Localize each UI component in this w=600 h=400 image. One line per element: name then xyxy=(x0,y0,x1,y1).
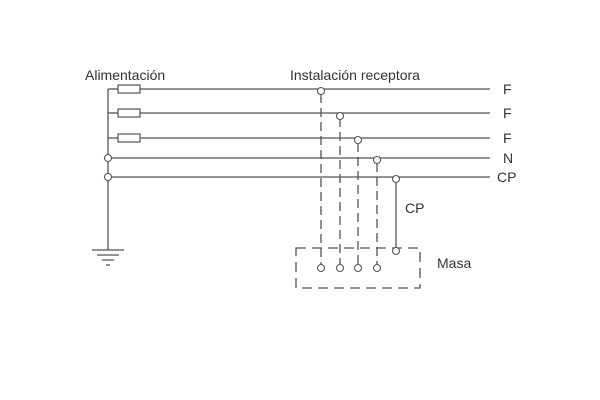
junction-node-icon xyxy=(335,263,345,273)
fuse-icon xyxy=(117,108,141,118)
junction-node-icon xyxy=(103,172,113,182)
line-label-neutral: N xyxy=(503,150,513,166)
fuse-icon xyxy=(117,84,141,94)
junction-node-icon xyxy=(103,153,113,163)
frame-label: Masa xyxy=(437,255,471,271)
junction-node-icon xyxy=(353,263,363,273)
junction-node-icon xyxy=(372,155,382,165)
supply-label: Alimentación xyxy=(85,67,165,83)
junction-node-icon xyxy=(372,263,382,273)
installation-label: Instalación receptora xyxy=(290,67,420,83)
junction-node-icon xyxy=(316,86,326,96)
frame-box xyxy=(295,247,421,289)
line-label-phase-2: F xyxy=(503,105,512,121)
junction-node-icon xyxy=(391,174,401,184)
fuse-icon xyxy=(117,133,141,143)
junction-node-icon xyxy=(391,246,401,256)
line-label-phase-3: F xyxy=(503,130,512,146)
junction-node-icon xyxy=(335,111,345,121)
line-label-protective: CP xyxy=(497,169,516,185)
line-label-phase-1: F xyxy=(503,81,512,97)
junction-node-icon xyxy=(353,135,363,145)
protective-conductor-label: CP xyxy=(405,200,424,216)
junction-node-icon xyxy=(316,263,326,273)
ground-icon xyxy=(92,249,124,266)
